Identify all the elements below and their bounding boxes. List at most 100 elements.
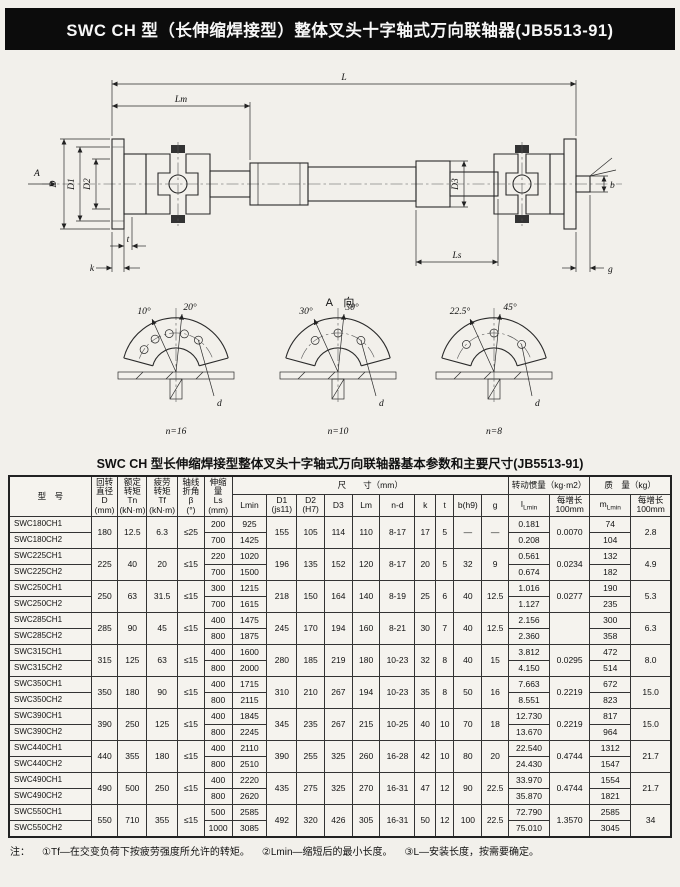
table-cell: 245 <box>266 611 298 645</box>
hole-count-label: n=16 <box>166 427 187 437</box>
table-cell: 260 <box>351 739 381 773</box>
table-cell: SWC180CH1 <box>8 515 92 533</box>
table-cell: 40 <box>453 611 483 645</box>
col-header-diameter: 回转 直径 D (mm) <box>90 475 119 517</box>
table-cell: 3045 <box>589 819 632 838</box>
table-cell: 32 <box>453 547 483 581</box>
table-cell: 12 <box>434 803 455 838</box>
table-cell: 194 <box>323 611 353 645</box>
shaft-assembly <box>209 160 499 208</box>
table-cell: 30 <box>414 611 436 645</box>
table-cell: 74 <box>589 515 632 533</box>
table-cell: 7.663 <box>507 675 551 693</box>
table-cell: 5 <box>434 547 455 581</box>
table-cell: 6.3 <box>630 611 672 645</box>
table-cell: 1715 <box>231 675 268 693</box>
table-cell: — <box>481 515 509 549</box>
bolt-hole <box>164 329 174 338</box>
table-cell: 80 <box>453 739 483 773</box>
table-cell: 300 <box>589 611 632 629</box>
bolt-hole <box>150 334 160 344</box>
table-cell: 800 <box>203 627 233 645</box>
table-cell: 500 <box>117 771 148 805</box>
table-cell: 800 <box>203 691 233 709</box>
technical-drawing: A <box>6 54 674 452</box>
footnotes: 注： ①Tf—在交变负荷下按疲劳强度所允许的转矩。 ②Lmin—缩短后的最小长度… <box>10 843 670 858</box>
table-cell: 1425 <box>231 531 268 549</box>
table-cell: 10-23 <box>379 643 416 677</box>
table-cell: 8.551 <box>507 691 551 709</box>
angle-label: 22.5° <box>450 306 471 317</box>
table-cell: 0.0277 <box>549 579 591 613</box>
table-cell: 440 <box>90 739 119 773</box>
table-cell: 400 <box>203 707 233 725</box>
col-header-lm: Lm <box>351 494 381 517</box>
dimension-Ls: Ls <box>415 199 499 266</box>
table-cell: 6 <box>434 579 455 613</box>
table-cell: 170 <box>296 611 325 645</box>
svg-text:D1: D1 <box>67 178 77 191</box>
table-cell: SWC490CH2 <box>8 787 92 805</box>
table-cell: 1312 <box>589 739 632 757</box>
table-cell: ≤15 <box>177 643 205 677</box>
table-cell: 45 <box>146 611 179 645</box>
col-header-nd: n-d <box>379 494 416 517</box>
table-cell: 300 <box>203 579 233 597</box>
table-cell: 10 <box>434 739 455 773</box>
table-cell: 9 <box>481 547 509 581</box>
table-cell: 10-23 <box>379 675 416 709</box>
table-cell: 50 <box>453 675 483 709</box>
table-cell: 2.360 <box>507 627 551 645</box>
col-header-d2: D2 (H7) <box>296 494 325 517</box>
table-cell: 200 <box>203 515 233 533</box>
table-cell: 6.3 <box>146 515 179 549</box>
table-cell: ≤15 <box>177 547 205 581</box>
table-cell: 21.7 <box>630 771 672 805</box>
table-cell: 358 <box>589 627 632 645</box>
table-cell: 275 <box>296 771 325 805</box>
table-cell: 22.540 <box>507 739 551 757</box>
table-cell: 219 <box>323 643 353 677</box>
view-a-direction-label: A 向 <box>326 295 355 309</box>
col-header-angle: 轴线 折角 β (°) <box>177 475 205 517</box>
table-cell: 426 <box>323 803 353 838</box>
table-cell: 1.016 <box>507 579 551 597</box>
table-cell: 72.790 <box>507 803 551 821</box>
bolt-hole <box>517 340 526 349</box>
table-cell: 700 <box>203 563 233 581</box>
table-cell: 0.2219 <box>549 675 591 709</box>
table-cell: 0.4744 <box>549 739 591 773</box>
table-cell: 280 <box>266 643 298 677</box>
table-cell: 400 <box>203 611 233 629</box>
table-cell: 1845 <box>231 707 268 725</box>
table-cell: 267 <box>323 675 353 709</box>
table-cell: 24.430 <box>507 755 551 773</box>
table-cell: 8.0 <box>630 643 672 677</box>
table-cell: 42 <box>414 739 436 773</box>
col-header-rated-torque: 额定 转矩 Tn (kN·m) <box>117 475 148 517</box>
dimension-t: t <box>110 217 146 272</box>
table-cell: 310 <box>266 675 298 709</box>
col-header-k: k <box>414 494 436 517</box>
table-cell: 1020 <box>231 547 268 565</box>
table-cell: 1.3570 <box>549 803 591 838</box>
table-cell: SWC315CH1 <box>8 643 92 661</box>
table-cell: 400 <box>203 643 233 661</box>
col-group-dimensions: 尺 寸（mm） <box>231 475 509 496</box>
table-cell: 400 <box>203 771 233 789</box>
table-title: SWC CH 型长伸缩焊接型整体叉头十字轴式万向联轴器基本参数和主要尺寸(JB5… <box>96 457 584 471</box>
table-cell: 180 <box>90 515 119 549</box>
table-cell: 0.2219 <box>549 707 591 741</box>
table-cell: 16 <box>481 675 509 709</box>
col-header-lmin: Lmin <box>231 494 268 517</box>
col-header-d1: D1 (js11) <box>266 494 298 517</box>
table-cell: 0.0070 <box>549 515 591 549</box>
table-cell: 1.127 <box>507 595 551 613</box>
table-cell: 18 <box>481 707 509 741</box>
end-stub <box>575 175 591 193</box>
table-cell: 20 <box>414 547 436 581</box>
table-cell: 100 <box>453 803 483 838</box>
